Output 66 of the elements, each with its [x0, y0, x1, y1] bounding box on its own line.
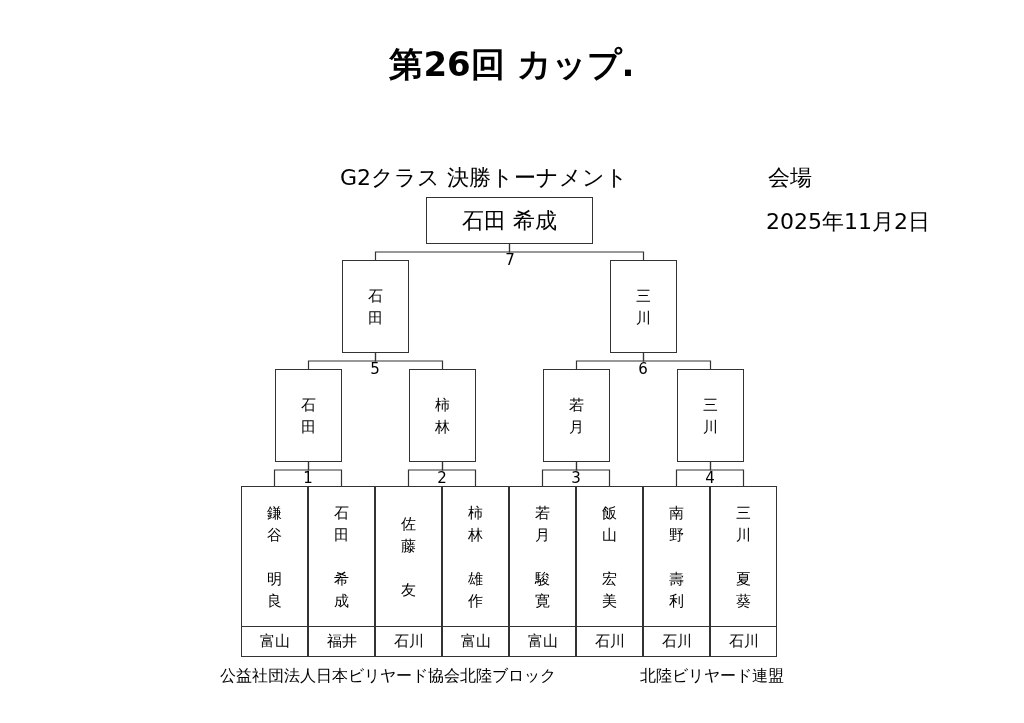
player-name: 三川 — [736, 502, 751, 546]
bracket-line — [508, 243, 645, 261]
match-number: 4 — [704, 470, 716, 486]
player-name: 佐藤 — [401, 513, 416, 557]
prefecture-cell: 石川 — [375, 625, 442, 657]
player-name: 友 — [401, 579, 416, 601]
match-number: 3 — [570, 470, 582, 486]
match-number: 1 — [302, 470, 314, 486]
player-name: 石田 — [301, 394, 316, 438]
organizer-text: 北陸ビリヤード連盟 — [640, 667, 784, 685]
prefecture-cell: 富山 — [509, 625, 576, 657]
player-name: 石田 — [368, 285, 383, 329]
bracket-box — [409, 369, 476, 462]
prefecture-cell: 富山 — [442, 625, 509, 657]
heading: G2クラス 決勝トーナメント — [340, 166, 629, 191]
venue-label: 会場 — [768, 166, 812, 191]
player-name: 駿寛 — [535, 568, 550, 612]
bracket-line — [307, 461, 343, 487]
player-cell — [643, 486, 710, 627]
match-number: 6 — [637, 361, 649, 377]
player-name: 宏美 — [602, 568, 617, 612]
player-name: 希成 — [334, 568, 349, 612]
player-name: 三川 — [703, 394, 718, 438]
match-number: 2 — [436, 470, 448, 486]
prefecture-cell: 福井 — [308, 625, 375, 657]
player-cell — [710, 486, 777, 627]
bracket-box — [275, 369, 342, 462]
bracket-line — [642, 352, 712, 370]
player-cell — [375, 486, 442, 627]
winner-name: 石田 希成 — [462, 206, 557, 235]
title: 第26回 カップ. — [388, 43, 636, 86]
player-cell — [241, 486, 308, 627]
player-cell — [442, 486, 509, 627]
prefecture-cell: 石川 — [576, 625, 643, 657]
player-name: 若月 — [569, 394, 584, 438]
prefecture-cell: 石川 — [643, 625, 710, 657]
bracket-line — [441, 461, 477, 487]
prefecture-cell: 富山 — [241, 625, 308, 657]
player-name: 飯山 — [602, 502, 617, 546]
player-name: 鎌谷 — [267, 502, 282, 546]
match-number: 5 — [369, 361, 381, 377]
player-cell — [576, 486, 643, 627]
player-name: 若月 — [535, 502, 550, 546]
player-cell — [509, 486, 576, 627]
bracket-box — [543, 369, 610, 462]
player-name: 明良 — [267, 568, 282, 612]
match-number: 7 — [504, 252, 516, 268]
bracket-box — [342, 260, 409, 353]
prefecture-cell: 石川 — [710, 625, 777, 657]
player-name: 夏葵 — [736, 568, 751, 612]
date: 2025年11月2日 — [766, 210, 930, 235]
bracket-line — [709, 461, 745, 487]
bracket-box — [610, 260, 677, 353]
winner-box — [426, 197, 593, 244]
player-name: 雄作 — [468, 568, 483, 612]
bracket-line — [575, 461, 611, 487]
player-name: 柿林 — [468, 502, 483, 546]
player-name: 石田 — [334, 502, 349, 546]
bracket-line — [374, 352, 444, 370]
organizer-text: 公益社団法人日本ビリヤード協会北陸ブロック — [220, 667, 556, 685]
player-cell — [308, 486, 375, 627]
player-name: 三川 — [636, 285, 651, 329]
player-name: 壽利 — [669, 568, 684, 612]
bracket-box — [677, 369, 744, 462]
player-name: 柿林 — [435, 394, 450, 438]
player-name: 南野 — [669, 502, 684, 546]
